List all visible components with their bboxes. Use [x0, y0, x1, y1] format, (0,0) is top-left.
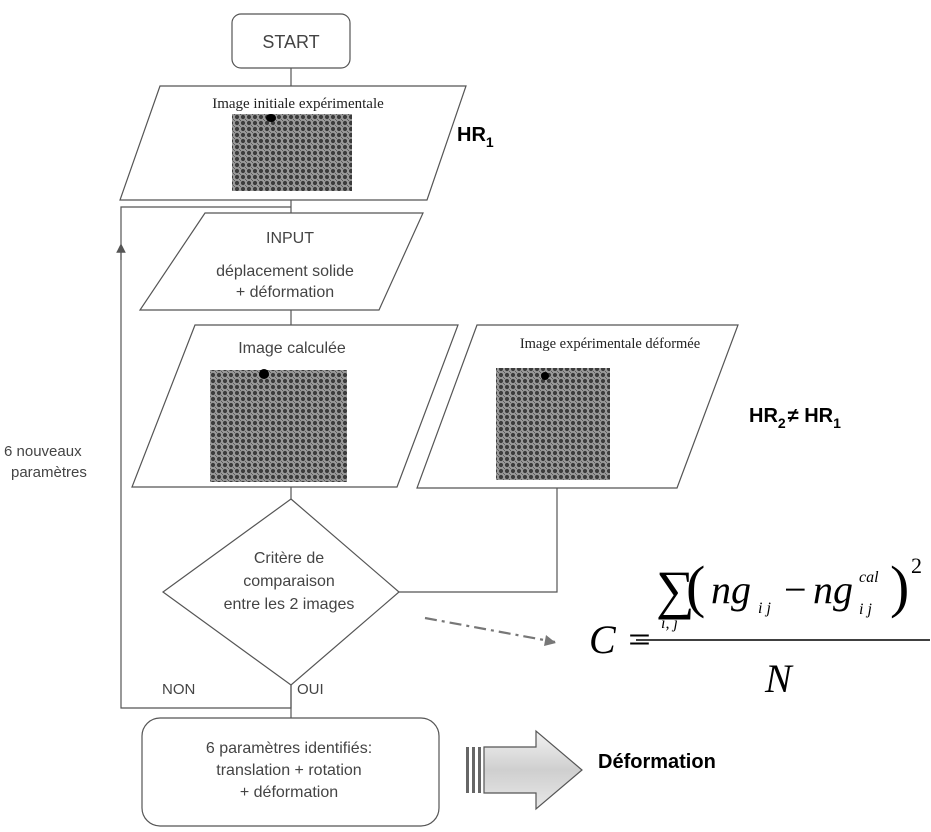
hr2-label: HR2≠ HR1: [749, 405, 841, 431]
start-box: [231, 13, 351, 69]
input-shape: [138, 212, 424, 311]
image-deformee-mark: [541, 372, 549, 380]
image-initiale-label: Image initiale expérimentale: [212, 96, 384, 112]
image-deformee-label: Image expérimentale déformée: [520, 336, 700, 352]
input-line2: + déformation: [236, 284, 334, 301]
formula: ∑ i, j ( ng i j − ng cal i j ) 2 C = N: [589, 553, 930, 701]
loop-label-line1: 6 nouveaux: [4, 443, 82, 460]
formula-term2: ng: [813, 567, 853, 612]
formula-sum: ∑: [656, 560, 695, 620]
input-title: INPUT: [266, 230, 314, 247]
image-initiale-mark: [266, 114, 276, 122]
formula-sum-index: i, j: [661, 615, 678, 632]
deformation-arrow: [466, 729, 583, 811]
critere-line2: comparaison: [243, 573, 335, 590]
deformation-label: Déformation: [598, 751, 716, 773]
result-box: [141, 717, 440, 827]
formula-minus: −: [784, 567, 807, 612]
critere-line3: entre les 2 images: [224, 596, 355, 613]
formula-term1: ng: [711, 567, 751, 612]
input-line1: déplacement solide: [216, 263, 354, 280]
formula-close-paren: ): [890, 554, 909, 619]
critere-diamond: [161, 498, 400, 686]
image-calculee-texture: [210, 370, 347, 482]
loop-label-line2: paramètres: [11, 464, 87, 481]
formula-pointer-line: [424, 616, 556, 644]
hr1-label: HR1: [457, 124, 494, 150]
image-deformee-texture: [496, 368, 610, 480]
formula-term2-sub: i j: [859, 601, 872, 618]
result-line2: translation + rotation: [216, 762, 361, 779]
connector-deformee-to-critere: [399, 488, 558, 593]
image-initiale-texture: [232, 114, 352, 191]
formula-power: 2: [911, 553, 922, 578]
non-label: NON: [162, 681, 195, 698]
formula-lhs: C =: [589, 617, 653, 662]
result-line1: 6 paramètres identifiés:: [206, 740, 372, 757]
start-label: START: [262, 32, 319, 52]
formula-pointer-head: [544, 635, 556, 646]
formula-open-paren: (: [686, 554, 705, 619]
image-calculee-label: Image calculée: [238, 340, 346, 357]
formula-term1-sub: i j: [758, 600, 771, 617]
loop-back-line: [120, 206, 292, 709]
formula-term2-sup: cal: [859, 569, 879, 586]
formula-denominator: N: [764, 656, 794, 701]
oui-label: OUI: [297, 681, 324, 698]
critere-line1: Critère de: [254, 550, 324, 567]
image-calculee-mark: [259, 369, 269, 379]
result-line3: + déformation: [240, 784, 338, 801]
